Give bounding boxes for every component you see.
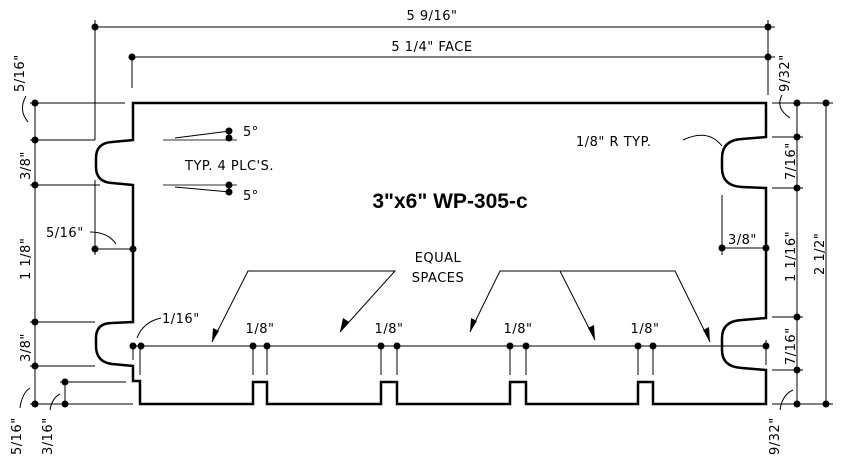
overall-height-label: 2 1/2" xyxy=(813,233,828,275)
right-top-offset-label: 9/32" xyxy=(778,54,793,92)
typical-note: TYP. 4 PLC'S. xyxy=(184,159,274,174)
left-upper-notch-label: 3/8" xyxy=(19,151,34,180)
groove-width-label-4: 1/8" xyxy=(631,322,660,337)
board-profile xyxy=(94,101,768,406)
drawing-title: 3"x6" WP-305-c xyxy=(372,190,528,213)
overall-width-label: 5 9/16" xyxy=(406,9,457,24)
groove-width-label-3: 1/8" xyxy=(504,322,533,337)
angle-bottom-label: 5° xyxy=(243,189,259,204)
right-lower-notch-label: 7/16" xyxy=(784,327,799,365)
right-middle-label: 1 1/16" xyxy=(784,231,799,282)
overall-width-dimension: 5 9/16" xyxy=(91,9,775,255)
angle-top-label: 5° xyxy=(243,125,259,140)
equal-label: EQUAL xyxy=(415,251,462,266)
right-notch-depth-label: 3/8" xyxy=(728,233,757,248)
equal-spaces-note: EQUAL SPACES xyxy=(211,251,711,343)
left-notch-depth-label: 5/16" xyxy=(46,226,84,241)
left-groove-depth-label: 3/16" xyxy=(41,417,56,455)
right-upper-notch-label: 7/16" xyxy=(784,142,799,180)
left-top-label: 5/16" xyxy=(13,54,28,92)
groove-width-label-1: 1/8" xyxy=(246,322,275,337)
right-dimensions: 9/32" 7/16" 1 1/16" 7/16" 2 1/2" 9/32" 3… xyxy=(718,54,833,455)
edge-offset-label: 1/16" xyxy=(162,312,200,327)
face-width-dimension: 5 1/4" FACE xyxy=(128,40,775,88)
groove-width-label-2: 1/8" xyxy=(375,322,404,337)
groove-dimensions: 1/16" 1/8" 1/8" 1/8" 1/8" xyxy=(129,312,770,375)
left-middle-label: 1 1/8" xyxy=(19,238,34,280)
left-lower-notch-label: 3/8" xyxy=(19,333,34,362)
spaces-text: SPACES xyxy=(412,271,464,286)
right-bottom-label: 9/32" xyxy=(768,417,783,455)
angle-notes: 5° TYP. 4 PLC'S. 5° xyxy=(163,125,274,204)
radius-note: 1/8" R TYP. xyxy=(576,135,652,150)
left-bottom-label: 5/16" xyxy=(10,417,25,455)
face-width-label: 5 1/4" FACE xyxy=(391,40,472,55)
left-dimensions: 5/16" 3/8" 1 1/8" 3/8" 5/16" 3/16" 5/16" xyxy=(10,54,137,455)
